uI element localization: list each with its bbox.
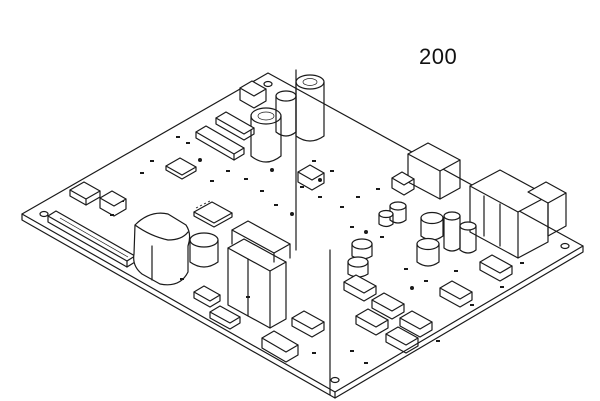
- section-break-line: [295, 69, 331, 396]
- mounting-hole: [39, 210, 49, 218]
- mounting-hole: [330, 376, 340, 384]
- inductor-block: [133, 212, 191, 286]
- small-relay: [391, 171, 415, 196]
- ic-chip: [165, 157, 197, 180]
- reference-numeral-label: 200: [419, 44, 458, 69]
- small-connector-left: [69, 181, 101, 206]
- network-jack: [527, 181, 567, 237]
- small-relay: [99, 190, 127, 217]
- board-substrate: [21, 72, 584, 399]
- mounting-hole: [263, 80, 273, 88]
- capacitor: [189, 232, 219, 268]
- header-connectors: [343, 254, 513, 354]
- smd-components: [110, 136, 524, 364]
- small-relay: [239, 80, 267, 109]
- capacitor-cluster: [347, 201, 477, 278]
- ribbon-connector: [195, 125, 245, 161]
- relay-pair: [227, 220, 291, 329]
- ic-chip: [193, 200, 233, 228]
- component-box: [407, 142, 461, 200]
- large-capacitor: [250, 107, 282, 163]
- small-relay: [297, 164, 325, 191]
- ribbon-connector: [215, 111, 255, 141]
- terminal-block: [193, 285, 325, 363]
- mounting-hole: [560, 242, 570, 250]
